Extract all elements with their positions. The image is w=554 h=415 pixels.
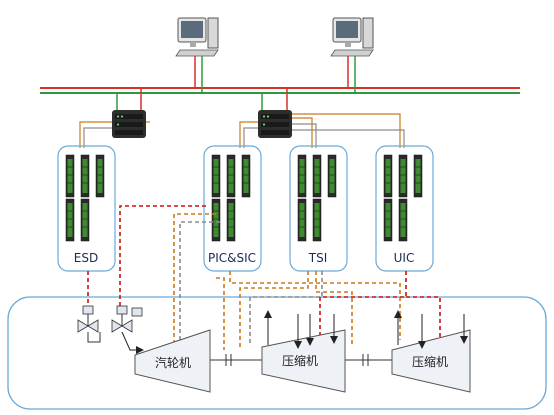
workstation-icon [330,17,374,57]
workstation-icon [175,17,219,57]
turbine-label: 汽轮机 [155,355,191,370]
coupling [210,354,392,366]
cabinet-label-esd: ESD [74,251,98,265]
io-module-icon [65,154,105,242]
compressor-1: 压缩机 [261,329,346,393]
network-switch-icon [112,110,146,138]
compressor-1-label: 压缩机 [282,353,318,368]
compressor-2: 压缩机 [391,329,471,393]
cabinet-label-picsic: PIC&SIC [208,251,256,265]
network-switch-icon [258,110,292,138]
cabinet-frame-esd [57,145,116,272]
valve-icon [77,305,99,333]
cabinet-frame-picsic [203,145,262,272]
cabinet-frame-tsi [289,145,348,272]
io-module-icon [383,154,423,242]
io-module-icon [297,154,337,242]
process-arrows [264,310,468,349]
cabinet-links [79,113,405,148]
cabinet-frame-uic [375,145,434,272]
io-module-icon [211,154,251,242]
turbine: 汽轮机 [134,329,211,393]
compressor-2-label: 压缩机 [412,354,448,369]
cabinet-label-uic: UIC [394,251,415,265]
network-bus [40,87,520,94]
valve-icon [111,305,143,333]
cabinet-label-tsi: TSI [308,251,328,265]
